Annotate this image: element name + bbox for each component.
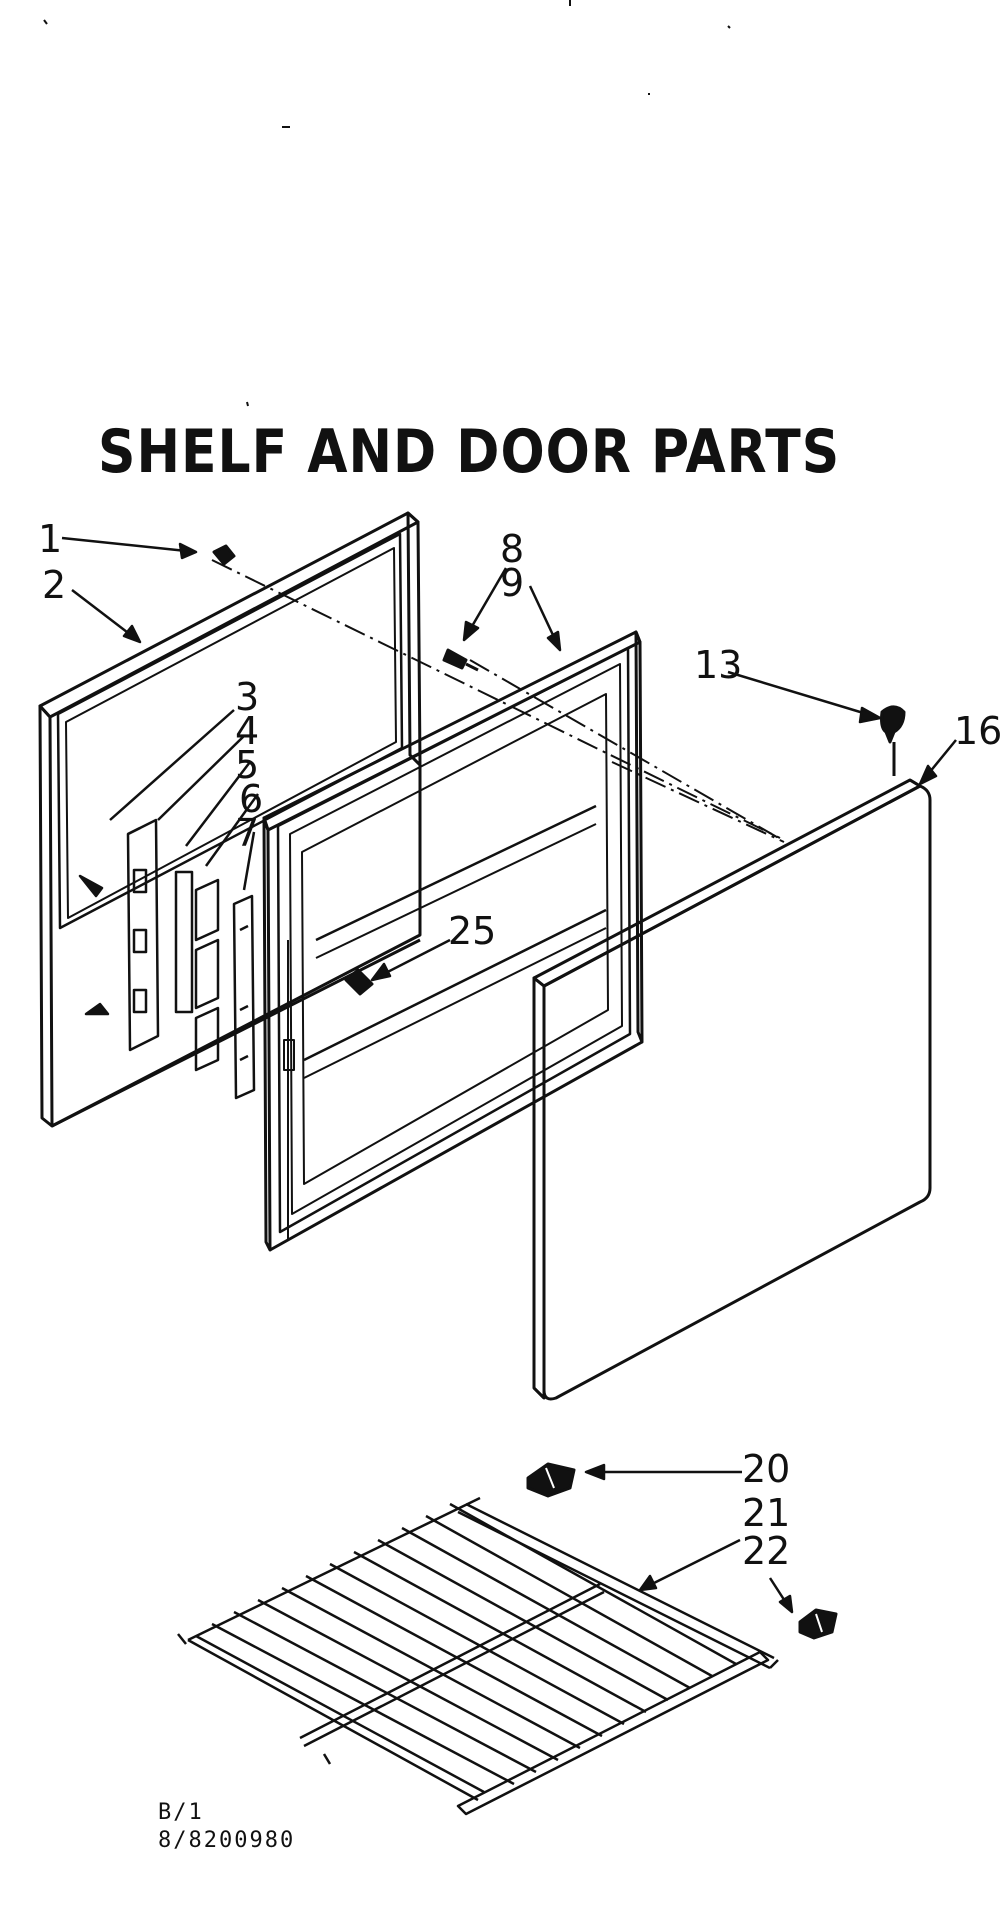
screw-part-8 <box>442 648 479 672</box>
callout-21: 21 <box>742 1491 791 1535</box>
callout-22: 22 <box>742 1529 791 1573</box>
leader-arrows-shelf <box>584 1463 794 1614</box>
callout-2: 2 <box>42 563 67 607</box>
door-shelf-hardware <box>78 818 256 1100</box>
callout-6: 6 <box>239 777 264 821</box>
callout-4: 4 <box>235 709 260 753</box>
callout-3: 3 <box>235 675 260 719</box>
callout-5: 5 <box>235 743 260 787</box>
callout-8: 8 <box>500 527 525 571</box>
shelf-support-part-20 <box>526 1462 576 1498</box>
footer-line-1: B/1 <box>158 1800 204 1825</box>
callout-13: 13 <box>694 643 743 687</box>
callout-7: 7 <box>235 811 260 855</box>
callout-25: 25 <box>448 909 497 953</box>
alignment-lines <box>211 559 785 843</box>
outer-door-panel <box>532 778 932 1401</box>
callout-9: 9 <box>500 561 525 605</box>
callout-1: 1 <box>38 517 63 561</box>
scan-specks <box>43 0 731 407</box>
callout-16: 16 <box>954 709 1000 753</box>
callout-20: 20 <box>742 1447 791 1491</box>
page-title: SHELF AND DOOR PARTS <box>98 418 841 487</box>
shelf-support-part-22 <box>798 1608 838 1640</box>
bushing-part-25 <box>344 968 374 996</box>
hinge-pin-part-1 <box>212 544 236 566</box>
cap-part-13 <box>880 705 906 776</box>
footer-line-2: 8/8200980 <box>158 1828 296 1853</box>
leader-arrows <box>61 536 957 982</box>
wire-shelf-part-21 <box>177 1496 779 1816</box>
